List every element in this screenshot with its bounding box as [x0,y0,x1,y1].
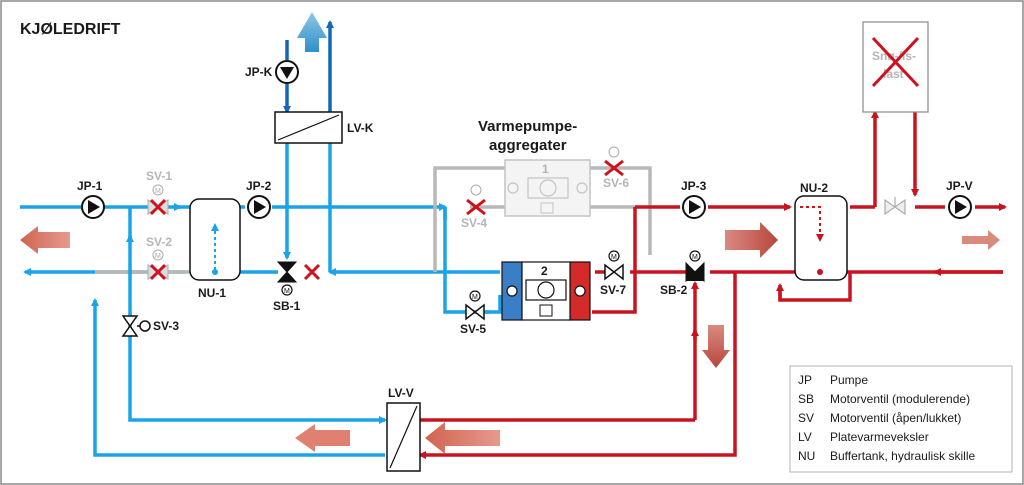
heat-reject-left-arrow [20,226,70,254]
lvv-label: LV-V [388,386,414,400]
diagram-title: KJØLEDRIFT [20,21,121,38]
snow-ice-load[interactable]: Snø-/is- last [862,21,929,113]
aggregate-title-2: aggregater [489,137,567,154]
jpv-label: JP-V [946,179,973,193]
legend-abbr: JP [798,373,812,387]
pump-jpk[interactable] [275,60,299,84]
sv1-label: SV-1 [146,169,172,183]
svg-text:M: M [472,294,478,301]
legend-text: Platevarmeveksler [830,430,929,444]
lvv-cold-arrow [295,424,350,452]
valve-sv7[interactable]: M [604,250,624,281]
cold-exhaust-arrow [297,12,327,52]
sv7-label: SV-7 [600,283,626,297]
hp1-label: 1 [542,162,549,176]
jp3-label: JP-3 [681,179,707,193]
sb2-label: SB-2 [660,283,688,297]
legend-text: Pumpe [830,373,868,387]
valve-sb1[interactable]: M [276,261,298,296]
legend-abbr: SB [798,392,814,406]
hp2-label: 2 [541,264,548,278]
aggregate-title-1: Varmepumpe- [478,118,577,135]
hp2-hot-outlet [592,207,637,314]
heat-exchanger-lvk[interactable] [274,111,343,144]
svg-text:M: M [155,253,161,260]
legend-text: Buffertank, hydraulisk skille [830,449,976,463]
jp2-label: JP-2 [246,179,272,193]
pump-jpv[interactable] [948,195,972,219]
legend [789,365,1013,473]
sv2-label: SV-2 [146,235,172,249]
jpk-label: JP-K [245,65,273,79]
valve-sv4-closed[interactable] [466,184,486,216]
lvv-heat-arrow [425,422,500,454]
legend-abbr: NU [798,449,815,463]
nu1-label: NU-1 [198,286,226,300]
svg-text:M: M [155,188,161,195]
sv6-label: SV-6 [603,176,629,190]
heat-down-arrow [702,325,730,368]
inactive-valve-snow[interactable] [884,197,906,216]
lvk-label: LV-K [347,121,374,135]
pump-jp2[interactable] [247,195,271,219]
heat-flow-arrow-small [962,230,1000,250]
cold-from-lvv-pipe [91,298,385,457]
heat-pump-2[interactable] [501,261,591,321]
pump-jp1[interactable] [81,195,105,219]
valve-sv6-closed[interactable] [604,146,624,177]
valve-sv3[interactable] [121,315,151,337]
legend-text: Motorventil (modulerende) [830,392,970,406]
sv4-label: SV-4 [461,216,487,230]
valve-sb2[interactable]: M [685,250,705,283]
valve-sv5[interactable]: M [465,290,485,321]
legend-abbr: SV [798,411,814,425]
jp1-label: JP-1 [77,179,103,193]
svg-text:M: M [284,288,290,295]
pump-jp3[interactable] [682,195,706,219]
lvv-hot-out [418,272,737,459]
sv5-branch-2 [478,295,502,314]
valve-sv2-closed[interactable]: M [147,249,169,281]
nu2-label: NU-2 [800,181,828,195]
heat-exchanger-lvv[interactable] [386,402,421,472]
buffer-tank-nu2[interactable] [794,195,848,281]
heat-flow-arrow [725,222,778,258]
svg-text:M: M [611,254,617,261]
sb1-label: SB-1 [273,299,301,313]
sv5-label: SV-5 [460,322,486,336]
sv3-label: SV-3 [153,319,179,333]
heat-pump-1-inactive[interactable] [504,159,591,217]
legend-text: Motorventil (åpen/lukket) [830,411,961,425]
legend-abbr: LV [798,430,812,444]
svg-text:M: M [692,254,698,261]
buffer-tank-nu1[interactable] [189,198,241,281]
cold-to-lvv-pipe [128,207,387,424]
closed-marker-lvk [303,263,321,281]
valve-sv1-closed[interactable]: M [147,184,169,216]
